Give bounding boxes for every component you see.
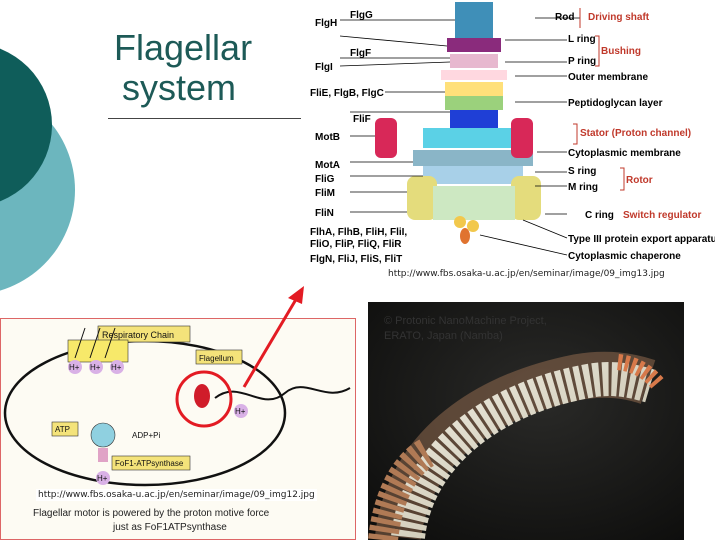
- highlight-circle: [175, 370, 233, 428]
- c-ring-right: [511, 176, 541, 220]
- flagellum-label: Flagellum: [199, 354, 234, 363]
- proton-3-label: H+: [111, 363, 122, 372]
- label-peptidoglycan: Peptidoglycan layer: [568, 98, 663, 109]
- label-chaperone: Cytoplasmic chaperone: [568, 251, 681, 262]
- atp-synthase-box: [111, 455, 191, 471]
- slide-title-line2: system: [122, 67, 237, 108]
- label-bushing: Bushing: [601, 46, 641, 57]
- label-stator: Stator (Proton channel): [580, 128, 691, 139]
- proton-2-label: H+: [90, 363, 101, 372]
- ms-ring-top: [423, 128, 523, 148]
- highlight-arrow-head: [288, 286, 304, 304]
- proton-1: [68, 360, 82, 374]
- filament-body: [391, 362, 655, 540]
- label-flgh: FlgH: [315, 18, 337, 29]
- decorative-circles: [0, 48, 75, 291]
- label-p-ring: P ring: [568, 56, 596, 67]
- p-ring-shape: [450, 54, 498, 68]
- label-flin: FliN: [315, 208, 334, 219]
- flagellar-motor-shape: [194, 384, 210, 408]
- slide-title-line1: Flagellar: [114, 27, 253, 68]
- label-flgi: FlgI: [315, 62, 333, 73]
- atp-label: ATP: [55, 425, 70, 434]
- label-cytoplasmic-membrane: Cytoplasmic membrane: [568, 148, 681, 159]
- cell-source-url: http://www.fbs.osaka-u.ac.jp/en/seminar/…: [36, 489, 317, 501]
- label-s-ring: S ring: [568, 166, 596, 177]
- peptidoglycan-band: [445, 96, 503, 110]
- label-motb: MotB: [315, 132, 340, 143]
- highlight-arrow-line: [242, 295, 300, 388]
- label-m-ring: M ring: [568, 182, 598, 193]
- rod-base-blue: [450, 110, 498, 132]
- label-flgn-group: FlgN, FliJ, FliS, FliT: [310, 254, 402, 265]
- outer-membrane-band: [441, 70, 507, 80]
- rod-yellow: [445, 82, 503, 96]
- stator-right: [511, 118, 533, 158]
- label-mota: MotA: [315, 160, 340, 171]
- label-flgf: FlgF: [350, 48, 371, 59]
- dark-teal-circle: [0, 48, 52, 202]
- label-rod: Rod: [555, 12, 574, 23]
- proton-2: [89, 360, 103, 374]
- label-driving-shaft: Driving shaft: [588, 12, 650, 23]
- filament-image: © Protonic NanoMachine Project, ERATO, J…: [368, 302, 684, 540]
- atp-synthase-head: [90, 422, 116, 448]
- proton-4-label: H+: [235, 407, 246, 416]
- hook-segment: [455, 2, 493, 42]
- label-flio-group: FliO, FliP, FliQ, FliR: [310, 239, 402, 250]
- atp-synthase-label: FoF1-ATPsynthase: [115, 459, 184, 468]
- label-flif: FliF: [353, 114, 371, 125]
- label-flim: FliM: [315, 188, 335, 199]
- l-ring-shape: [447, 38, 501, 52]
- stator-left: [375, 118, 397, 158]
- motor-source-url: http://www.fbs.osaka-u.ac.jp/en/seminar/…: [388, 269, 665, 279]
- chaperone-dot-1: [454, 216, 466, 228]
- atp-synthase-stalk: [98, 448, 108, 462]
- filament-cap: [616, 354, 665, 390]
- proton-pump-arrows: [74, 327, 116, 359]
- caption-line-1: Flagellar motor is powered by the proton…: [33, 508, 270, 519]
- credit-line-2: ERATO, Japan (Namba): [384, 330, 503, 342]
- cytoplasmic-membrane-band: [413, 150, 533, 166]
- title-underline: [108, 118, 301, 119]
- proton-1-label: H+: [69, 363, 80, 372]
- chaperone-dot-2: [467, 220, 479, 232]
- hook-region: [368, 438, 436, 540]
- atp-box: [51, 421, 79, 437]
- ms-ring-bottom: [423, 166, 523, 184]
- c-ring-left: [407, 176, 437, 220]
- proton-5-label: H+: [97, 474, 108, 483]
- label-type3: Type III protein export apparatus: [568, 234, 715, 245]
- proton-3: [110, 360, 124, 374]
- export-apparatus: [433, 186, 515, 220]
- label-flig: FliG: [315, 174, 335, 185]
- cell-diagram: Respiratory Chain Flagellum H+ H+ H+ H+ …: [0, 318, 356, 540]
- chaperone-drop: [460, 228, 470, 244]
- caption-line-2: just as FoF1ATPsynthase: [112, 522, 227, 533]
- label-switch-regulator: Switch regulator: [623, 210, 701, 221]
- motor-structure-diagram: FlgH FlgI FliE, FlgB, FlgC MotB MotA Fli…: [310, 2, 715, 265]
- proton-5: [96, 471, 110, 485]
- label-c-ring: C ring: [585, 210, 614, 221]
- label-flgg: FlgG: [350, 10, 373, 21]
- label-flha-group: FlhA, FlhB, FliH, FliI,: [310, 227, 407, 238]
- respiratory-chain-label: Respiratory Chain: [102, 330, 174, 340]
- flagellum-box: [195, 349, 243, 365]
- adp-label: ADP+Pi: [132, 431, 160, 440]
- label-outer-membrane: Outer membrane: [568, 72, 648, 83]
- label-rotor: Rotor: [626, 175, 653, 186]
- label-l-ring: L ring: [568, 34, 596, 45]
- credit-line-1: © Protonic NanoMachine Project,: [384, 315, 547, 327]
- flagellum-filament: [214, 386, 351, 401]
- label-flie-flgb-flgc: FliE, FlgB, FlgC: [310, 88, 384, 99]
- proton-4: [234, 404, 248, 418]
- slide-title: Flagellar system: [114, 28, 252, 108]
